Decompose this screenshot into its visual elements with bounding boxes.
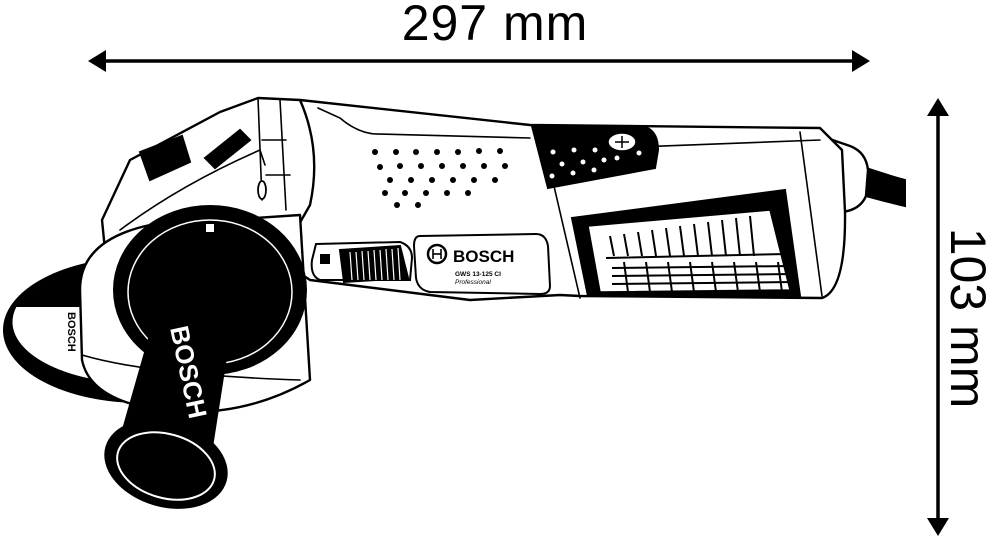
air-vents xyxy=(570,188,802,297)
nameplate-model: GWS 13-125 CI xyxy=(455,271,501,278)
nameplate: BOSCH GWS 13-125 CI Professional xyxy=(412,232,552,296)
side-handle: BOSCH xyxy=(104,279,237,509)
length-dimension-label: 297 mm xyxy=(401,0,589,51)
height-dimension-arrow xyxy=(927,98,949,536)
grip-texture xyxy=(372,148,508,208)
disc-label: BOSCH xyxy=(65,312,77,352)
power-cord xyxy=(865,166,906,208)
nameplate-line: Professional xyxy=(455,279,491,286)
spindle-lock-button xyxy=(138,134,192,182)
nameplate-brand: BOSCH xyxy=(453,247,514,266)
length-dimension-arrow xyxy=(88,50,870,72)
power-switch xyxy=(310,240,414,284)
rear-grip-panel xyxy=(530,125,660,190)
